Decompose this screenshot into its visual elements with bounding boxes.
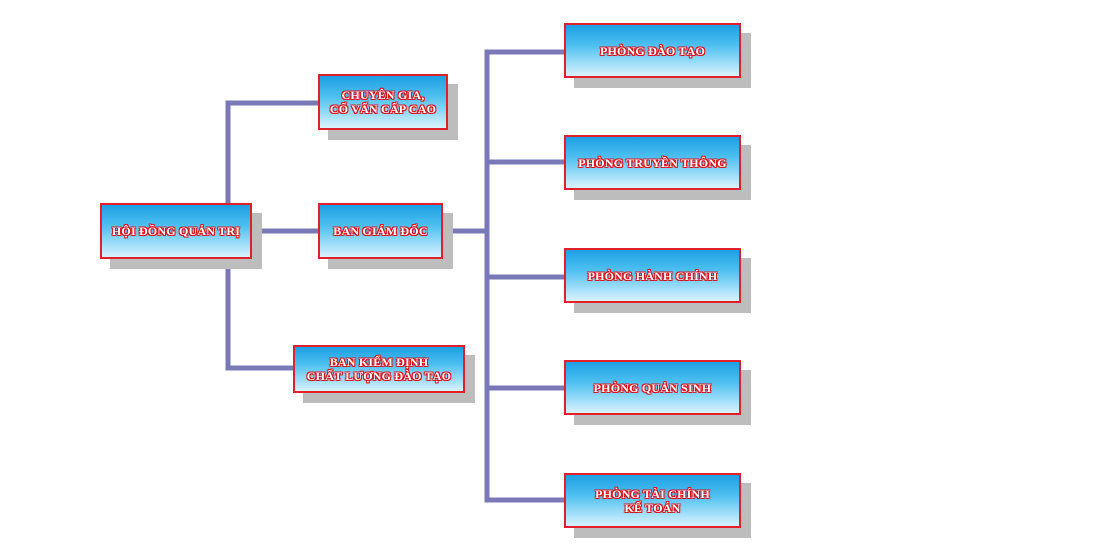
node-finance: PHÒNG TÀI CHÍNH KẾ TOÁN: [564, 473, 741, 528]
node-media: PHÒNG TRUYỀN THÔNG: [564, 135, 741, 190]
node-admin-label: PHÒNG HÀNH CHÍNH: [587, 268, 718, 283]
node-quality: BAN KIỂM ĐỊNH CHẤT LƯỢNG ĐÀO TẠO: [293, 345, 465, 393]
node-board-label: HỘI ĐỒNG QUẢN TRỊ: [111, 224, 241, 238]
node-training: PHÒNG ĐÀO TẠO: [564, 23, 741, 78]
node-advisors: CHUYÊN GIA, CỐ VẤN CẤP CAO: [318, 74, 448, 130]
node-quality-line1: BAN KIỂM ĐỊNH: [329, 355, 429, 369]
node-advisors-line1: CHUYÊN GIA,: [341, 88, 425, 102]
node-advisors-label: CHUYÊN GIA, CỐ VẤN CẤP CAO: [330, 88, 436, 116]
node-advisors-line2: CỐ VẤN CẤP CAO: [329, 102, 437, 116]
node-finance-line2: KẾ TOÁN: [624, 500, 681, 515]
node-board: HỘI ĐỒNG QUẢN TRỊ: [100, 203, 252, 259]
node-directors: BAN GIÁM ĐỐC: [318, 203, 443, 259]
connector-board-quality: [225, 255, 296, 371]
node-media-label: PHÒNG TRUYỀN THÔNG: [578, 155, 727, 170]
node-admin: PHÒNG HÀNH CHÍNH: [564, 248, 741, 303]
node-finance-line1: PHÒNG TÀI CHÍNH: [595, 486, 710, 501]
node-student-label: PHÒNG QUẢN SINH: [593, 380, 712, 395]
node-finance-label: PHÒNG TÀI CHÍNH KẾ TOÁN: [595, 487, 710, 515]
node-quality-label: BAN KIỂM ĐỊNH CHẤT LƯỢNG ĐÀO TẠO: [307, 355, 451, 383]
node-directors-label: BAN GIÁM ĐỐC: [333, 224, 428, 238]
connector-board-advisors: [225, 100, 321, 208]
node-quality-line2: CHẤT LƯỢNG ĐÀO TẠO: [306, 369, 452, 383]
node-training-label: PHÒNG ĐÀO TẠO: [599, 43, 706, 58]
node-student: PHÒNG QUẢN SINH: [564, 360, 741, 415]
